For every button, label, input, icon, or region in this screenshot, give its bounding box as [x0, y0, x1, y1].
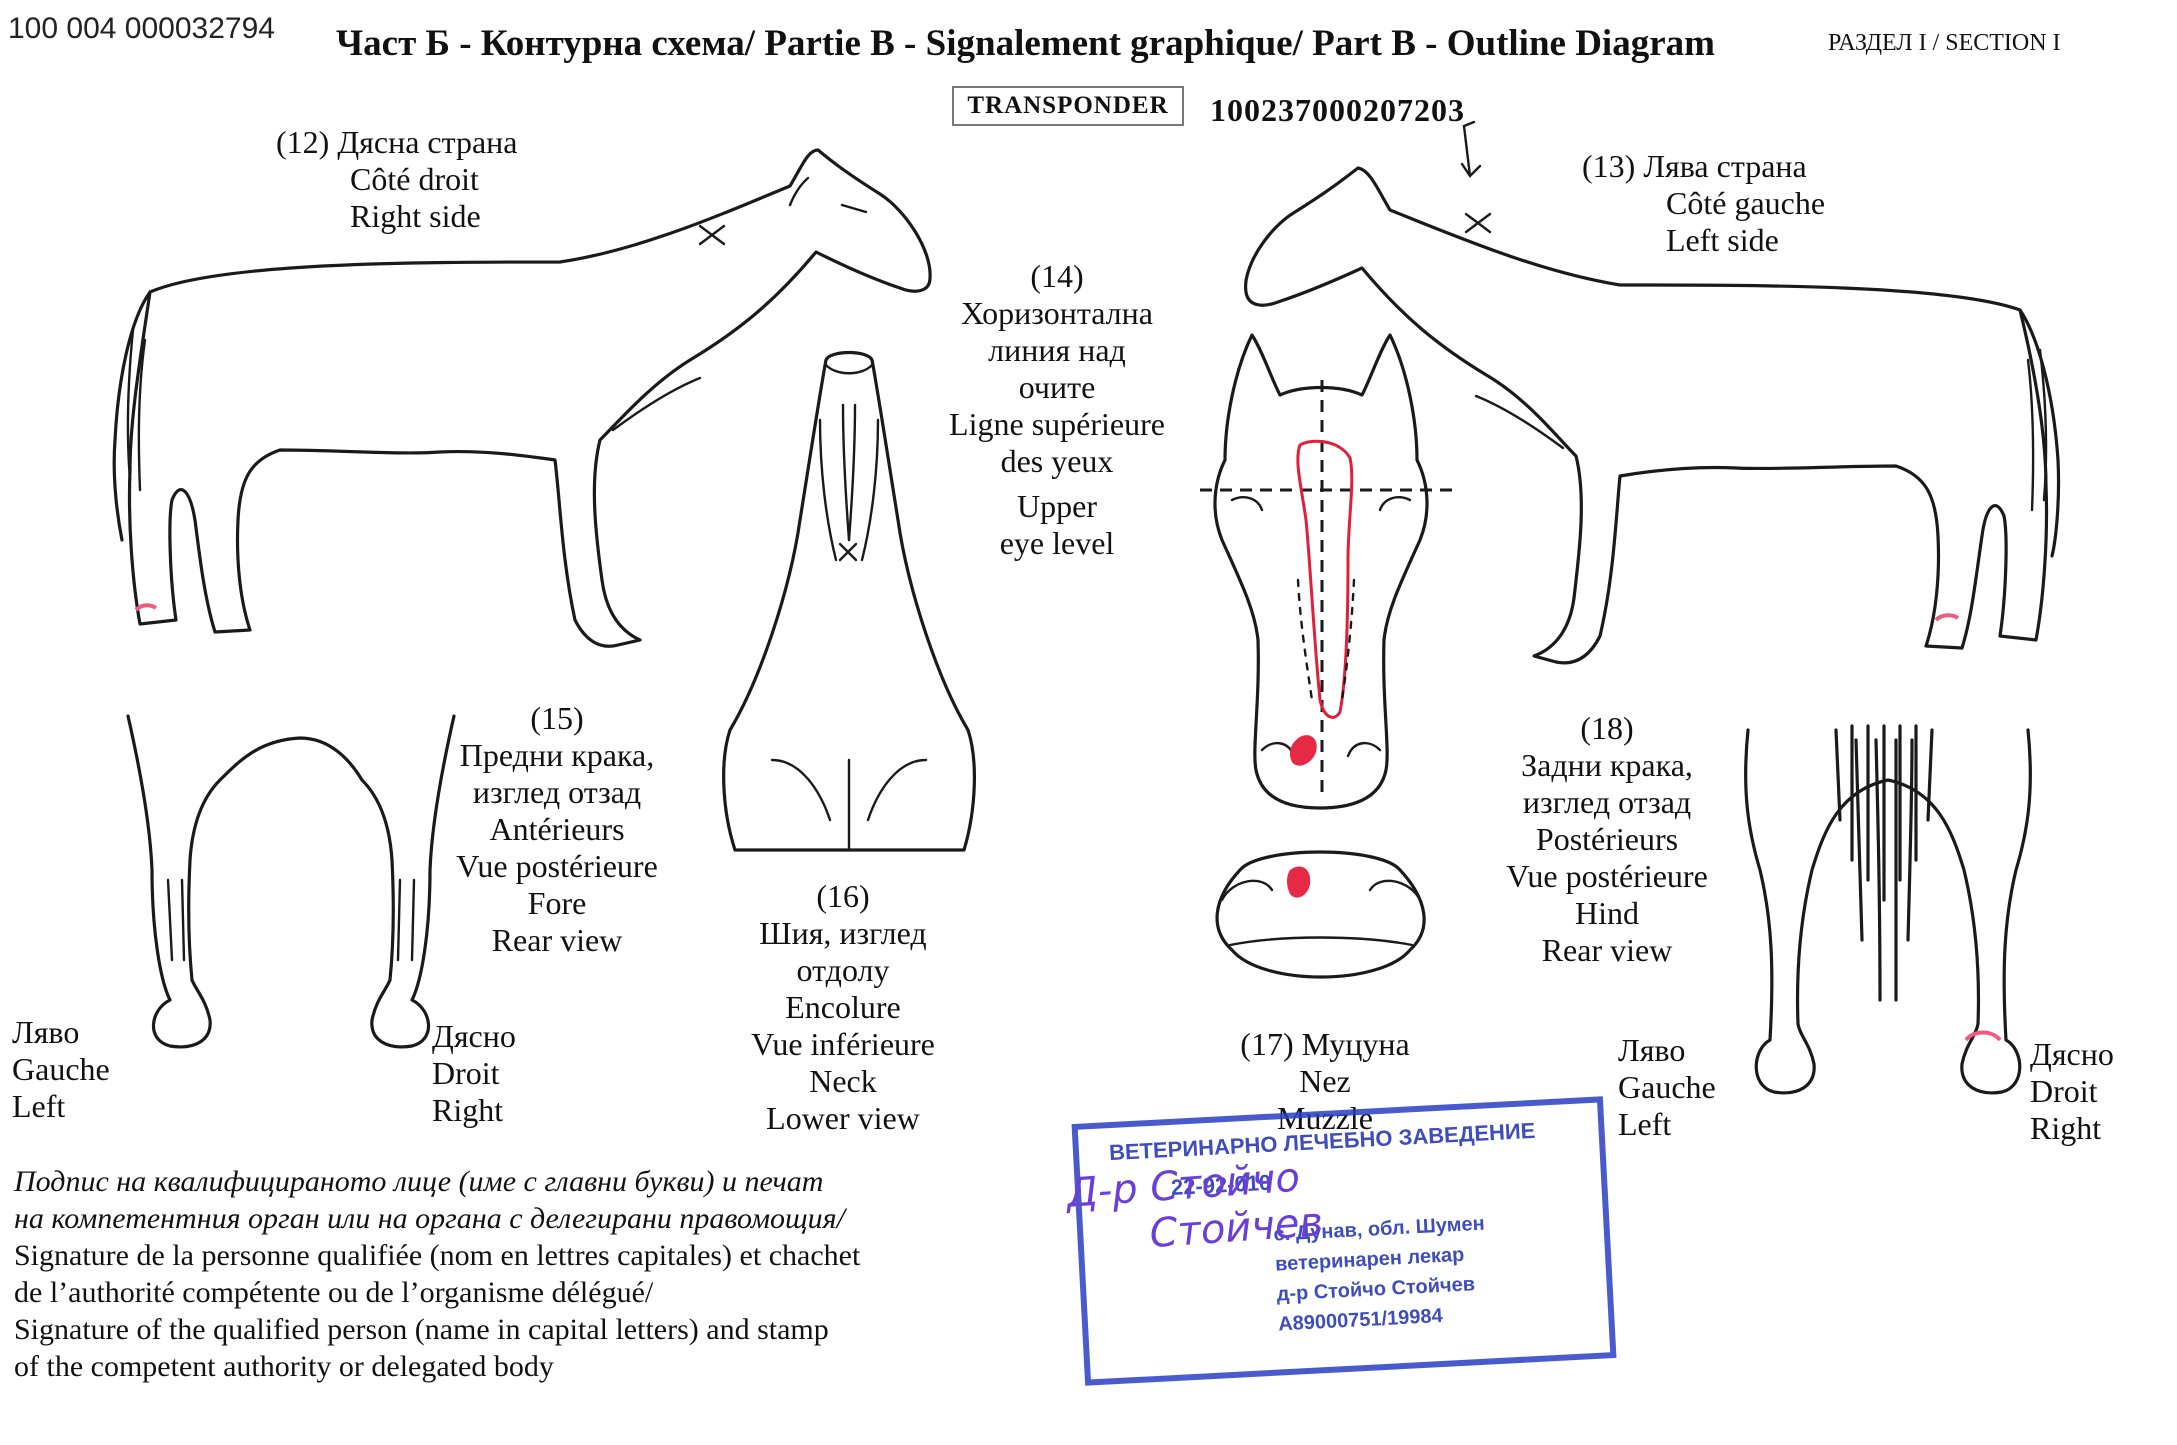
label-line: Rear view [491, 922, 623, 958]
signature-line: Signature of the qualified person (name … [14, 1313, 829, 1346]
page-title: Част Б - Контурна схема/ Partie B - Sign… [336, 23, 1715, 64]
label-line: Задни крака, [1521, 747, 1693, 783]
label-line: Ляво [1618, 1032, 1686, 1068]
label-line: Lower view [766, 1100, 920, 1136]
label-hind-left: Ляво Gauche Left [1618, 1032, 1716, 1143]
stamp-line: ветеринарен лекар [1274, 1243, 1465, 1276]
label-neck: (16) Шия, изглед отдолу Encolure Vue inf… [716, 878, 970, 1137]
label-line: (12) Дясна страна [276, 124, 518, 160]
signature-line: Подпис на квалифицираното лице (име с гл… [14, 1165, 824, 1198]
label-line: очите [1018, 369, 1096, 405]
label-line: Neck [809, 1063, 877, 1099]
label-line: Ляво [12, 1014, 80, 1050]
label-fore-legs: (15) Предни крака, изглед отзад Antérieu… [430, 700, 684, 959]
section-label: РАЗДЕЛ I / SECTION I [1828, 30, 2061, 56]
document-id: 100 004 000032794 [8, 12, 275, 45]
label-line: Côté gauche [1666, 185, 1826, 221]
label-line: Left [1618, 1106, 1672, 1142]
label-line: изглед отзад [472, 774, 642, 810]
label-line: Right side [350, 198, 481, 234]
label-line: Gauche [12, 1051, 110, 1087]
label-line: (15) [530, 700, 584, 736]
label-line: Дясно [2030, 1036, 2114, 1072]
label-hind-legs: (18) Задни крака, изглед отзад Postérieu… [1480, 710, 1734, 969]
label-line: eye level [999, 525, 1115, 561]
label-line: отдолу [796, 952, 890, 988]
label-eye-level: (14) Хоризонтална линия над очите Ligne … [930, 258, 1184, 562]
label-line: Upper [1017, 488, 1097, 524]
label-line: des yeux [1000, 443, 1114, 479]
label-line: Right [432, 1092, 504, 1128]
label-line: Ligne supérieure [949, 406, 1165, 442]
stamp-line: ВЕТЕРИНАРНО ЛЕЧЕБНО ЗАВЕДЕНИЕ [1108, 1117, 1536, 1166]
label-line: изглед отзад [1522, 784, 1692, 820]
label-line: Côté droit [350, 161, 479, 197]
label-fore-right: Дясно Droit Right [432, 1018, 516, 1129]
label-line: Vue postérieure [1506, 858, 1708, 894]
label-line: Дясно [432, 1018, 516, 1054]
label-left-side: (13) Лява страна Côté gauche Left side [1582, 148, 1825, 259]
signature-instructions: Подпис на квалифицираното лице (име с гл… [14, 1163, 860, 1385]
signature-line: of the competent authority or delegated … [14, 1350, 554, 1383]
label-line: Droit [2030, 1073, 2098, 1109]
label-line: Droit [432, 1055, 500, 1091]
stamp-line: д-р Стойчо Стойчев [1276, 1273, 1476, 1306]
transponder-number: 100237000207203 [1210, 92, 1465, 128]
label-line: Rear view [1541, 932, 1673, 968]
label-hind-right: Дясно Droit Right [2030, 1036, 2114, 1147]
label-line: линия над [988, 332, 1126, 368]
label-line: Postérieurs [1535, 821, 1679, 857]
label-line: (17) Муцуна [1240, 1026, 1410, 1062]
stamp-line: А89000751/19984 [1277, 1304, 1444, 1336]
label-line: Muzzle [1277, 1100, 1373, 1136]
handwritten-signature: Д-р Стойчо Стойчев [1065, 1153, 1324, 1262]
label-line: Vue inférieure [751, 1026, 935, 1062]
label-line: Предни крака, [459, 737, 655, 773]
label-muzzle: (17) Муцуна Nez Muzzle [1186, 1026, 1464, 1137]
label-line: Left side [1666, 222, 1779, 258]
label-right-side: (12) Дясна страна Côté droit Right side [276, 124, 518, 235]
label-line: Encolure [785, 989, 901, 1025]
transponder-label: TRANSPONDER [952, 86, 1184, 126]
label-line: Шия, изглед [759, 915, 927, 951]
label-line: (18) [1580, 710, 1634, 746]
label-line: Left [12, 1088, 66, 1124]
label-line: Antérieurs [489, 811, 625, 847]
label-line: (13) Лява страна [1582, 148, 1807, 184]
label-line: (16) [816, 878, 870, 914]
signature-line: на компетентния орган или на органа с де… [14, 1202, 845, 1235]
label-line: Right [2030, 1110, 2102, 1146]
signature-line: Signature de la personne qualifiée (nom … [14, 1239, 861, 1272]
label-line: Nez [1299, 1063, 1351, 1099]
label-line: (14) [1030, 258, 1084, 294]
label-line: Gauche [1618, 1069, 1716, 1105]
label-line: Хоризонтална [961, 295, 1153, 331]
label-fore-left: Ляво Gauche Left [12, 1014, 110, 1125]
signature-line: de l’authorité compétente ou de l’organi… [14, 1276, 654, 1309]
label-line: Vue postérieure [456, 848, 658, 884]
label-line: Hind [1575, 895, 1639, 931]
label-line: Fore [527, 885, 587, 921]
